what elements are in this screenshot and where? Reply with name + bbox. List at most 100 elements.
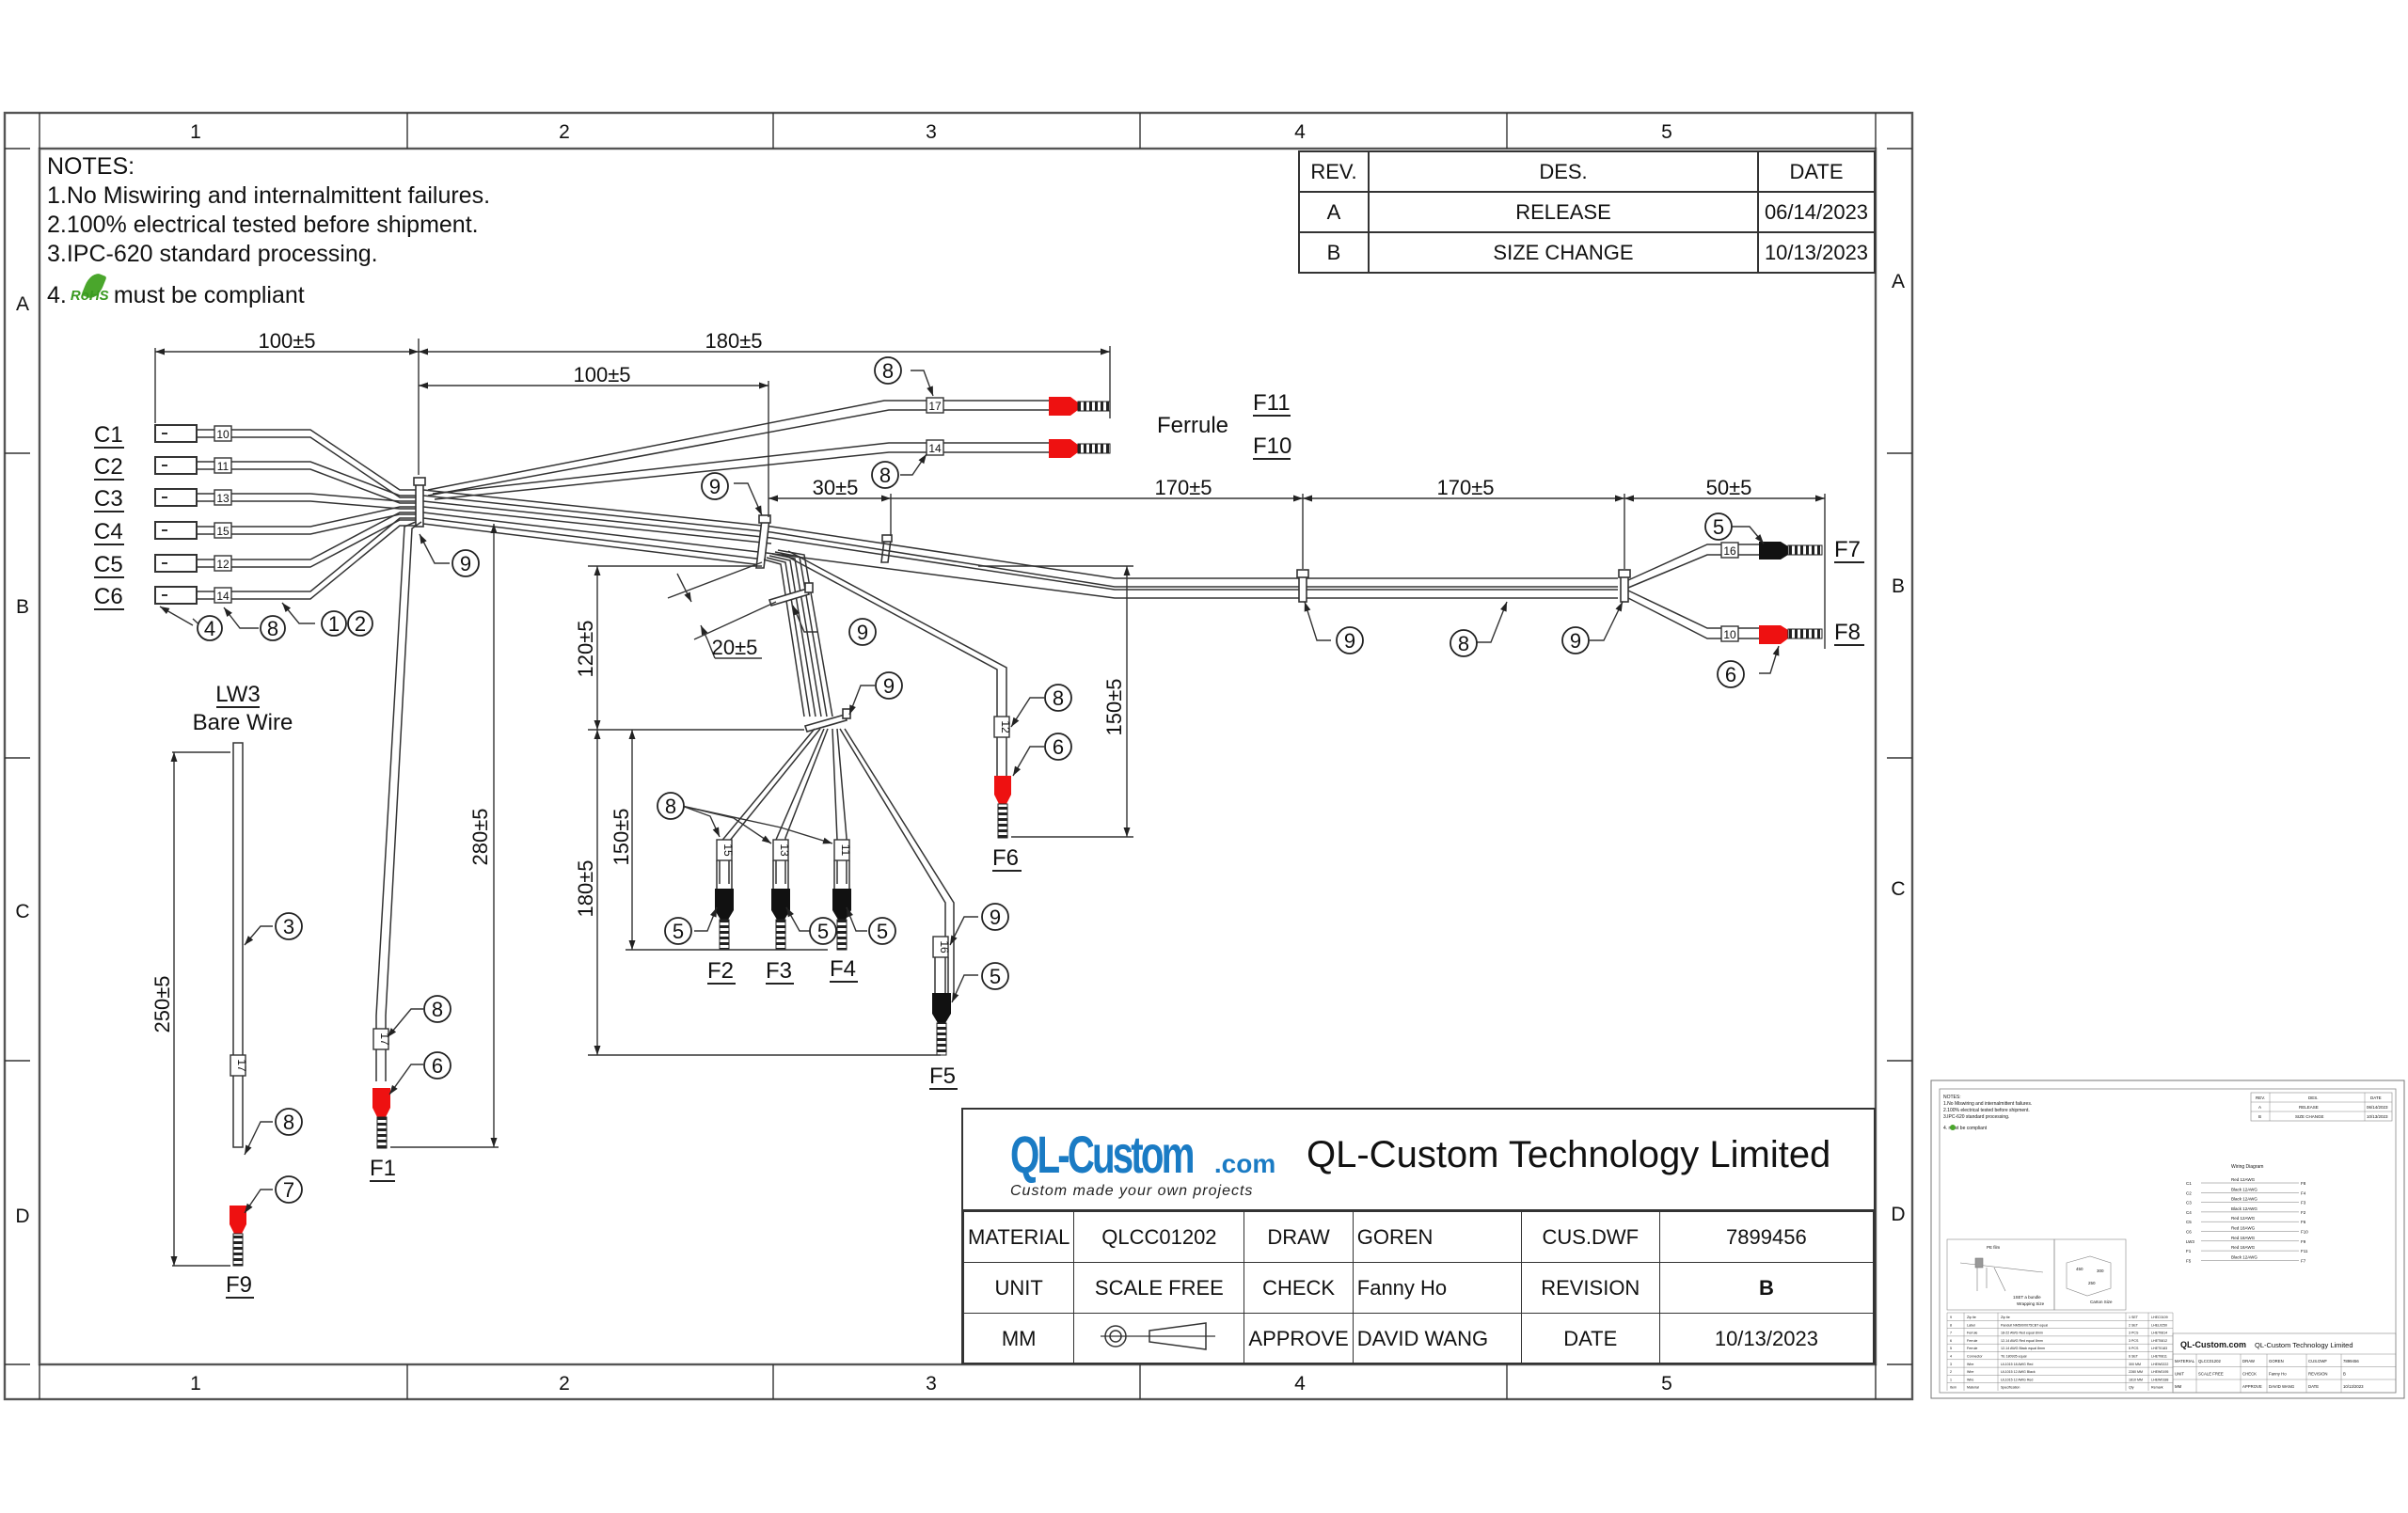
svg-text:1810 MM: 1810 MM bbox=[2129, 1378, 2143, 1381]
scale-value: SCALE FREE bbox=[1073, 1262, 1245, 1314]
black-ferrule-icon bbox=[932, 993, 951, 1023]
revision-header-row: REV. DES. DATE bbox=[1298, 150, 1876, 193]
branch-f1-wires bbox=[375, 521, 422, 1081]
des-cell: SIZE CHANGE bbox=[1368, 231, 1759, 274]
ruler-col-5-bottom: 5 bbox=[1661, 1373, 1672, 1395]
main-trunk-wires bbox=[422, 489, 772, 566]
balloon: 7 bbox=[275, 1175, 303, 1204]
svg-text:F2: F2 bbox=[2301, 1210, 2306, 1215]
terminal-label-f5: F5 bbox=[929, 1064, 956, 1089]
note-item: 2.100% electrical tested before shipment… bbox=[47, 212, 479, 238]
connector-c1[interactable]: C1 10 bbox=[94, 422, 232, 449]
balloon: 8 bbox=[275, 1108, 303, 1136]
notes-title: NOTES: bbox=[47, 153, 135, 180]
svg-text:Ferrule: Ferrule bbox=[1967, 1347, 1977, 1350]
svg-text:GOREN: GOREN bbox=[2269, 1359, 2284, 1363]
connector-c6[interactable]: C6 14 bbox=[94, 584, 232, 610]
terminal-f5[interactable]: 16 F5 bbox=[929, 936, 958, 1090]
date-key: DATE bbox=[1520, 1313, 1660, 1364]
dim-120: 120±5 bbox=[574, 620, 597, 677]
terminal-f4[interactable]: 11 F4 bbox=[830, 839, 858, 983]
down-bundle-wires bbox=[763, 549, 833, 717]
terminal-f8[interactable]: 10 bbox=[1720, 625, 1823, 644]
wire-label: 13 bbox=[216, 492, 230, 505]
connector-label: C3 bbox=[94, 486, 123, 512]
svg-text:LHET0811: LHET0811 bbox=[2151, 1355, 2167, 1359]
thumb-carton-icon bbox=[2066, 1255, 2112, 1297]
svg-text:MM: MM bbox=[2175, 1384, 2182, 1389]
terminal-f11[interactable]: 17 bbox=[926, 397, 1111, 416]
red-ferrule-icon bbox=[1049, 397, 1078, 416]
svg-text:3: 3 bbox=[283, 915, 294, 938]
revision-row: B SIZE CHANGE 10/13/2023 bbox=[1298, 231, 1876, 274]
page-thumbnail[interactable]: NOTES: 1.No Miswiring and internalmitten… bbox=[1930, 1080, 2405, 1399]
long-trunk-wires bbox=[766, 526, 1618, 599]
svg-text:Black 12AWG: Black 12AWG bbox=[2231, 1254, 2258, 1259]
svg-text:Panduit NM500X075CBT equal: Panduit NM500X075CBT equal bbox=[2001, 1323, 2048, 1327]
svg-text:10/13/2023: 10/13/2023 bbox=[2367, 1114, 2388, 1119]
svg-text:LHET0814: LHET0814 bbox=[2151, 1332, 2167, 1335]
svg-text:Zip tie: Zip tie bbox=[1967, 1316, 1976, 1319]
svg-text:7: 7 bbox=[1950, 1332, 1952, 1335]
connector-c4[interactable]: C4 15 bbox=[94, 519, 232, 545]
svg-text:C6: C6 bbox=[2186, 1230, 2192, 1235]
balloon: 8 bbox=[871, 461, 899, 489]
svg-text:2280 MM: 2280 MM bbox=[2129, 1370, 2143, 1374]
sheet-frame: 1 2 3 4 5 1 2 3 4 5 A B C D A B C D bbox=[3, 111, 1914, 1401]
terminal-label-f10: F10 bbox=[1253, 433, 1291, 459]
connector-c2[interactable]: C2 11 bbox=[94, 454, 232, 481]
svg-text:TE 180935 equal: TE 180935 equal bbox=[2001, 1355, 2027, 1359]
lw3-bare-wire[interactable]: LW3 Bare Wire 17 F9 bbox=[193, 682, 293, 1299]
balloon: 1 bbox=[321, 610, 347, 637]
ruler-col-3-bottom: 3 bbox=[926, 1373, 937, 1395]
balloon: 9 bbox=[875, 671, 903, 700]
terminal-f10[interactable]: 14 bbox=[926, 439, 1111, 458]
approve-key: APPROVE bbox=[1244, 1313, 1354, 1364]
connector-label: C6 bbox=[94, 584, 123, 609]
svg-text:9: 9 bbox=[1344, 629, 1355, 653]
rev-cell: B bbox=[1298, 231, 1370, 274]
terminal-f1[interactable]: 17 F1 bbox=[370, 1028, 396, 1182]
svg-text:CUS.DWF: CUS.DWF bbox=[2308, 1359, 2327, 1363]
balloon: 8 bbox=[423, 995, 452, 1023]
company-name: QL-Custom Technology Limited bbox=[1307, 1134, 1831, 1175]
logo-tagline: Custom made your own projects bbox=[1010, 1183, 1254, 1199]
unit-key: UNIT bbox=[962, 1262, 1075, 1314]
material-value: QLCC01202 bbox=[1073, 1211, 1245, 1263]
connector-c3[interactable]: C3 13 bbox=[94, 486, 232, 512]
svg-text:LHEC0109: LHEC0109 bbox=[2151, 1316, 2168, 1319]
terminal-f3[interactable]: 13 F3 bbox=[766, 839, 794, 985]
ruler-col-5-top: 5 bbox=[1661, 121, 1672, 143]
svg-text:6: 6 bbox=[432, 1054, 443, 1078]
wire-label: 12 bbox=[999, 720, 1012, 733]
ruler-row-d-left: D bbox=[15, 1206, 29, 1227]
cusdwf-value: 7899456 bbox=[1658, 1211, 1875, 1263]
svg-text:1 SET: 1 SET bbox=[2129, 1316, 2139, 1319]
note-number: 4. bbox=[47, 282, 67, 308]
zip-tie-3 bbox=[880, 534, 893, 563]
connector-group: C1 10 C2 11 C3 13 C4 bbox=[94, 422, 232, 610]
check-value: Fanny Ho bbox=[1352, 1262, 1522, 1314]
thumb-note: 1.No Miswiring and internalmittent failu… bbox=[1943, 1101, 2032, 1107]
title-row: MATERIAL QLCC01202 DRAW GOREN CUS.DWF 78… bbox=[962, 1211, 1875, 1263]
terminal-f2[interactable]: 15 F2 bbox=[707, 839, 736, 985]
connector-c5[interactable]: C5 12 bbox=[94, 552, 232, 578]
svg-text:9: 9 bbox=[990, 906, 1001, 929]
svg-text:Zip tie: Zip tie bbox=[2001, 1316, 2010, 1319]
terminal-f7[interactable]: 16 bbox=[1720, 542, 1823, 559]
dimension-lines bbox=[154, 339, 1826, 1267]
rev-cell: A bbox=[1298, 191, 1370, 233]
wire-label: 14 bbox=[216, 590, 230, 603]
svg-text:C1: C1 bbox=[2186, 1181, 2192, 1186]
thumb-note: 4. must be compliant bbox=[1943, 1126, 1988, 1131]
svg-text:LHEW0195: LHEW0195 bbox=[2151, 1370, 2168, 1374]
svg-text:8: 8 bbox=[432, 998, 443, 1021]
terminal-f6[interactable]: 12 F6 bbox=[992, 716, 1022, 872]
